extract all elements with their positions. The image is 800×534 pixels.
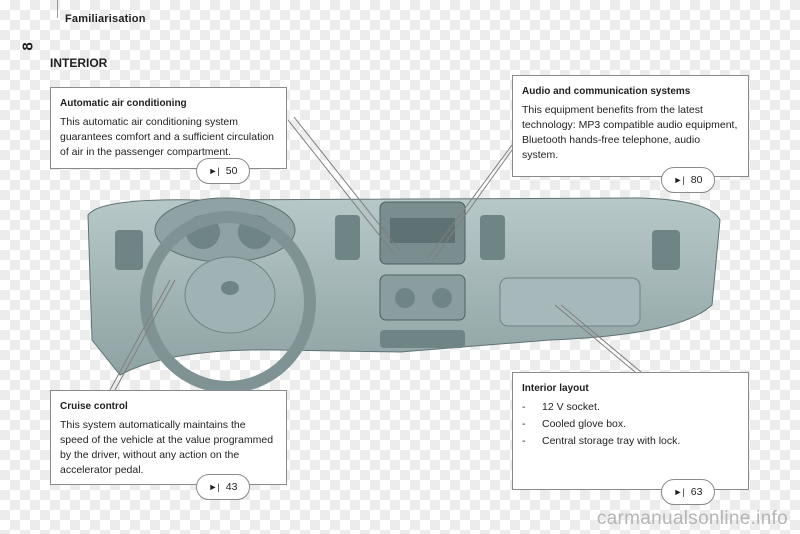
audio-page-ref[interactable]: ►| 80: [661, 167, 715, 193]
interior-layout-ref-number: 63: [691, 486, 703, 498]
list-item: -Central storage tray with lock.: [522, 434, 739, 449]
watermark: carmanualsonline.info: [597, 508, 788, 530]
air-conditioning-text: This automatic air conditioning system g…: [60, 115, 277, 160]
interior-layout-list: -12 V socket. -Cooled glove box. -Centra…: [522, 400, 739, 449]
cruise-control-title: Cruise control: [60, 401, 277, 412]
air-conditioning-ref-number: 50: [226, 165, 238, 177]
interior-layout-callout: Interior layout -12 V socket. -Cooled gl…: [512, 372, 749, 490]
page-link-icon: ►|: [674, 175, 685, 185]
page-link-icon: ►|: [674, 487, 685, 497]
interior-layout-title: Interior layout: [522, 383, 739, 394]
cruise-control-page-ref[interactable]: ►| 43: [196, 474, 250, 500]
list-item: -12 V socket.: [522, 400, 739, 415]
audio-title: Audio and communication systems: [522, 86, 739, 97]
page-link-icon: ►|: [209, 166, 220, 176]
audio-text: This equipment benefits from the latest …: [522, 103, 739, 163]
audio-ref-number: 80: [691, 174, 703, 186]
audio-callout: Audio and communication systems This equ…: [512, 75, 749, 177]
list-item: -Cooled glove box.: [522, 417, 739, 432]
interior-layout-page-ref[interactable]: ►| 63: [661, 479, 715, 505]
air-conditioning-title: Automatic air conditioning: [60, 98, 277, 109]
air-conditioning-callout: Automatic air conditioning This automati…: [50, 87, 287, 169]
cruise-control-text: This system automatically maintains the …: [60, 418, 277, 478]
air-conditioning-page-ref[interactable]: ►| 50: [196, 158, 250, 184]
page-link-icon: ►|: [209, 482, 220, 492]
cruise-control-ref-number: 43: [226, 481, 238, 493]
cruise-control-callout: Cruise control This system automatically…: [50, 390, 287, 485]
